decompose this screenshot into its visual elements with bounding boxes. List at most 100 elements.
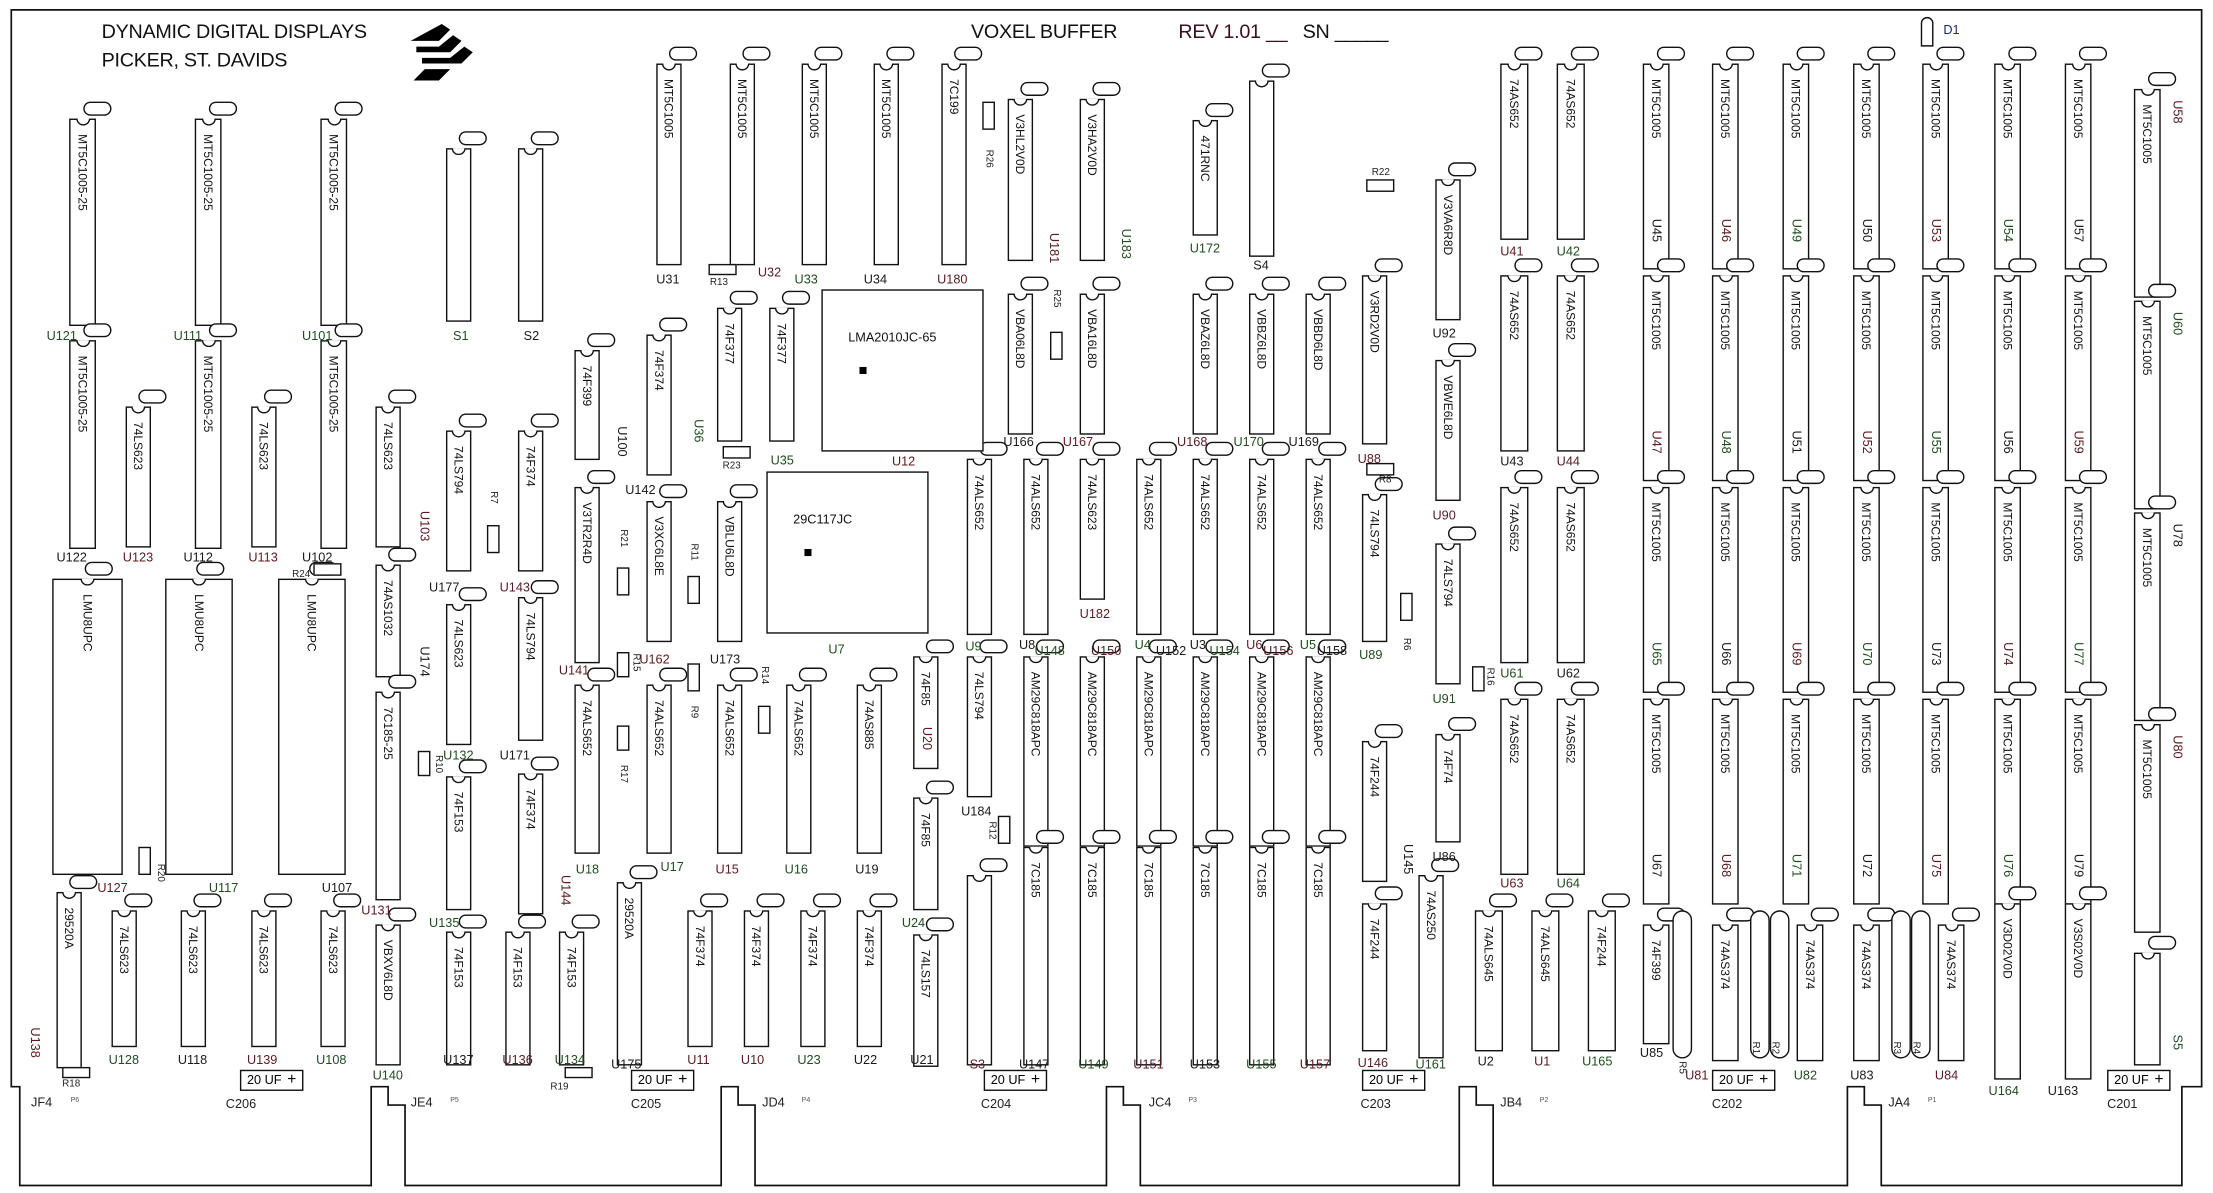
chip-part-number: 74F153 [510, 946, 526, 988]
chip-ref-designator: U142 [625, 482, 656, 497]
chip-part-number: 74LS623 [451, 619, 466, 668]
ic-chip-u60: MT5C1005 [2133, 300, 2161, 510]
ic-chip-u58: MT5C1005 [2133, 88, 2161, 298]
ic-chip-u82: 74AS374 [1796, 924, 1824, 1062]
chip-part-number: MT5C1005 [2071, 502, 2086, 562]
chip-ref-designator: U73 [1929, 642, 1944, 666]
ic-chip-u4: 74ALS652 [1136, 458, 1162, 636]
chip-ref-designator: U143 [499, 580, 530, 595]
chip-part-number: LMU8UPC [80, 594, 95, 652]
resistor-r21 [616, 567, 630, 596]
resistor-r6 [1400, 592, 1413, 621]
chip-part-number: 74F244 [1367, 918, 1382, 960]
edge-connector-label: JD4 [762, 1095, 785, 1110]
chip-ref-designator: U74 [2001, 642, 2016, 666]
chip-ref-designator: U53 [1929, 218, 1944, 243]
pin1-pad-icon [1809, 907, 1839, 922]
serial-number-label: SN _____ [1302, 19, 1389, 43]
chip-part-number: 74LS623 [381, 421, 396, 471]
ic-chip-u181: V3HL2V0D [1007, 98, 1034, 262]
pin1-pad-icon [458, 914, 487, 929]
polarity-plus-icon: + [678, 1071, 688, 1089]
pin1-pad-icon [458, 759, 487, 774]
chip-ref-designator: U184 [961, 804, 992, 819]
pin1-pad-icon [1725, 681, 1754, 696]
chip-part-number: VBAZ6L8D [1198, 309, 1213, 370]
ic-chip-u47: MT5C1005 [1642, 275, 1670, 482]
ic-chip-u32: MT5C1005 [729, 63, 756, 266]
resistor-label: R18 [62, 1079, 81, 1090]
pin1-pad-icon [1447, 716, 1477, 732]
chip-ref-designator: U117 [208, 880, 239, 895]
ic-chip-u117: LMU8UPC [165, 578, 233, 876]
chip-ref-designator: U7 [828, 642, 845, 657]
ic-chip-u101: MT5C1005-25 [320, 118, 348, 327]
resistor-label: R5 [1676, 1061, 1687, 1074]
chip-part-number: 29520A [622, 897, 637, 939]
ic-chip-u64: 74AS652 [1556, 698, 1585, 876]
ic-chip-u107: LMU8UPC [278, 578, 346, 876]
pin1-pad-icon [1261, 639, 1290, 654]
chip-part-number: MT5C1005-25 [201, 134, 216, 211]
resistor-label: R7 [488, 491, 499, 504]
chip-part-number: 74ALS652 [791, 700, 806, 757]
pin1-pad-icon [388, 674, 417, 689]
pin1-pad-icon [2078, 46, 2107, 61]
chip-ref-designator: U101 [302, 328, 333, 343]
chip-part-number: 74ALS645 [1481, 925, 1496, 982]
ic-chip-u163: V3S02V0D [2064, 903, 2092, 1080]
resistor-r23 [722, 445, 751, 459]
pin1-pad-icon [458, 131, 487, 146]
chip-ref-designator: U166 [1003, 434, 1034, 449]
resistor-label: R10 [433, 755, 444, 774]
pin1-pad-icon [263, 893, 293, 908]
ic-chip-u83: 74AS374 [1853, 924, 1880, 1062]
chip-part-number: 7C185 [1028, 862, 1043, 898]
chip-part-number: MT5C1005 [2071, 79, 2086, 139]
polarity-plus-icon: + [287, 1071, 297, 1089]
chip-part-number: 74F374 [523, 788, 538, 830]
pin1-pad-icon [1261, 829, 1290, 844]
pin1-pad-icon [869, 893, 898, 908]
edge-connector-label: JA4 [1888, 1095, 1911, 1110]
chip-part-number: MT5C1005 [1649, 79, 1664, 139]
pin1-pad-icon [530, 413, 559, 428]
ic-chip-u3: 74ALS652 [1192, 458, 1218, 636]
chip-part-number: 74LS623 [131, 421, 146, 471]
chip-part-number: MT5C1005 [2071, 290, 2086, 351]
chip-part-number: 74ALS652 [722, 700, 737, 757]
ic-chip-u139: 74LS623 [251, 910, 277, 1048]
pin1-pad-icon [2007, 469, 2036, 485]
chip-ref-designator: U6 [1246, 637, 1263, 653]
ic-chip-u173: VBLU6L8D [716, 501, 743, 643]
chip-part-number: MT5C1005 [2000, 79, 2015, 139]
ic-chip-u103: 74LS623 [375, 406, 401, 548]
chip-ref-designator: U152 [1155, 643, 1187, 658]
pin1-pad-icon [333, 101, 362, 116]
chip-part-number: 74F399 [1649, 939, 1664, 981]
pin1-pad-icon [1656, 258, 1685, 273]
chip-ref-designator: U79 [2071, 853, 2086, 878]
pin1-pad-icon [1374, 886, 1403, 901]
pin1-pad-icon [208, 323, 237, 338]
pin1-pad-icon [2078, 681, 2107, 696]
ic-chip-u122: MT5C1005-25 [69, 340, 96, 549]
chip-part-number: AM29C818APC [1254, 671, 1269, 757]
capacitor-label: C205 [630, 1096, 662, 1111]
chip-part-number: 74ALS652 [1311, 474, 1326, 531]
chip-ref-designator: U107 [321, 880, 353, 895]
resistor-r1 [1750, 910, 1770, 1059]
pin1-pad-icon [1866, 46, 1895, 61]
ic-chip-u111: MT5C1005-25 [194, 118, 222, 327]
chip-part-number: 74F85 [918, 671, 933, 706]
chip-ref-designator: U42 [1556, 244, 1580, 259]
ic-chip-u177: 74LS794 [445, 430, 472, 572]
chip-part-number: MT5C1005 [2000, 714, 2015, 774]
resistor-r10 [417, 750, 431, 777]
chip-part-number: 471RNC [1198, 135, 1213, 182]
chip-part-number: MT5C1005 [1788, 290, 1803, 351]
chip-part-number: MT5C1005 [1718, 290, 1733, 351]
chip-part-number: MT5C1005 [1649, 502, 1664, 562]
pin1-pad-icon [1514, 469, 1543, 485]
